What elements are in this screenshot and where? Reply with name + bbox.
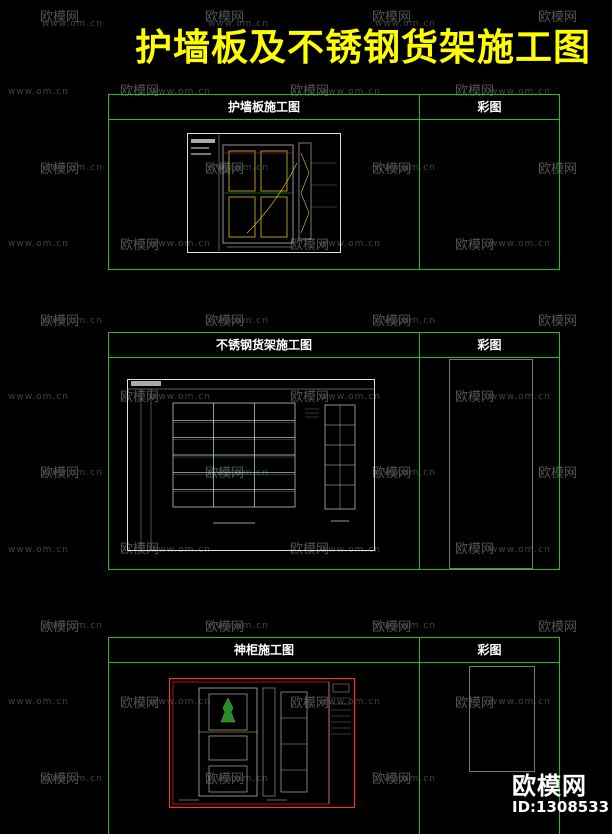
- panel-shrine-cabinet: 神柜施工图 彩图: [108, 637, 560, 834]
- watermark-site: www.om.cn: [150, 239, 211, 249]
- watermark-site: www.om.cn: [375, 774, 436, 784]
- page-title: 护墙板及不锈钢货架施工图: [135, 26, 591, 69]
- panel-header: [109, 95, 559, 120]
- watermark-site: www.om.cn: [8, 545, 69, 555]
- watermark-brand: 欧模网: [40, 466, 80, 481]
- panel-header: [109, 638, 559, 663]
- watermark-site: www.om.cn: [150, 697, 211, 707]
- watermark-brand: 欧模网: [120, 238, 160, 253]
- watermark-brand: 欧模网: [455, 238, 495, 253]
- watermark-brand: 欧模网: [455, 390, 495, 405]
- construction-drawing-label: 神柜施工图: [233, 643, 294, 657]
- watermark-brand: 欧模网: [120, 542, 160, 557]
- watermark-brand: 欧模网: [455, 696, 495, 711]
- panel-wall-panel: 护墙板施工图 彩图: [108, 94, 560, 270]
- shrine-cabinet-drawing: [169, 678, 355, 808]
- watermark-site: www.om.cn: [42, 774, 103, 784]
- resource-id: ID:1308533: [512, 798, 610, 816]
- watermark-brand: 欧模网: [538, 620, 578, 635]
- watermark-brand: 欧模网: [40, 162, 80, 177]
- watermark-site: www.om.cn: [208, 621, 269, 631]
- watermark-brand: 欧模网: [290, 390, 330, 405]
- watermark-site: www.om.cn: [490, 87, 551, 97]
- watermark-brand: 欧模网: [290, 84, 330, 99]
- watermark-site: www.om.cn: [490, 392, 551, 402]
- watermark-site: www.om.cn: [42, 163, 103, 173]
- watermark-site: www.om.cn: [150, 392, 211, 402]
- watermark-site: www.om.cn: [375, 316, 436, 326]
- watermark-brand: 欧模网: [120, 390, 160, 405]
- watermark-site: www.om.cn: [375, 468, 436, 478]
- watermark-site: www.om.cn: [8, 392, 69, 402]
- panel-stainless-shelf: 不锈钢货架施工图 彩图: [108, 332, 560, 570]
- construction-drawing-label: 不锈钢货架施工图: [215, 338, 312, 352]
- watermark-site: www.om.cn: [208, 468, 269, 478]
- watermark-site: www.om.cn: [208, 19, 269, 29]
- watermark-brand: 欧模网: [455, 542, 495, 557]
- watermark-site: www.om.cn: [208, 163, 269, 173]
- watermark-brand: 欧模网: [205, 620, 245, 635]
- watermark-brand: 欧模网: [120, 696, 160, 711]
- watermark-site: www.om.cn: [375, 163, 436, 173]
- watermark-site: www.om.cn: [8, 239, 69, 249]
- watermark-brand: 欧模网: [372, 466, 412, 481]
- panel-header: [109, 333, 559, 358]
- watermark-site: www.om.cn: [375, 19, 436, 29]
- watermark-site: www.om.cn: [150, 87, 211, 97]
- watermark-brand: 欧模网: [290, 696, 330, 711]
- watermark-brand: 欧模网: [205, 10, 245, 25]
- watermark-site: www.om.cn: [320, 87, 381, 97]
- watermark-site: www.om.cn: [208, 316, 269, 326]
- watermark-brand: 欧模网: [538, 162, 578, 177]
- watermark-site: www.om.cn: [8, 87, 69, 97]
- watermark-brand: 欧模网: [205, 772, 245, 787]
- watermark-brand: 欧模网: [538, 10, 578, 25]
- watermark-brand: 欧模网: [40, 10, 80, 25]
- watermark-site: www.om.cn: [490, 239, 551, 249]
- watermark-site: www.om.cn: [42, 468, 103, 478]
- watermark-site: www.om.cn: [42, 19, 103, 29]
- watermark-site: www.om.cn: [320, 697, 381, 707]
- wall-panel-drawing: [187, 133, 341, 253]
- color-drawing-label: 彩图: [477, 338, 502, 352]
- watermark-site: www.om.cn: [375, 621, 436, 631]
- watermark-brand: 欧模网: [120, 84, 160, 99]
- color-sheet-frame: [449, 359, 533, 569]
- watermark-brand: 欧模网: [372, 772, 412, 787]
- watermark-site: www.om.cn: [320, 239, 381, 249]
- watermark-brand: 欧模网: [205, 162, 245, 177]
- construction-drawing-label: 护墙板施工图: [227, 100, 300, 114]
- watermark-site: www.om.cn: [208, 774, 269, 784]
- watermark-brand: 欧模网: [372, 10, 412, 25]
- watermark-brand: 欧模网: [205, 314, 245, 329]
- watermark-brand: 欧模网: [538, 314, 578, 329]
- watermark-brand: 欧模网: [372, 314, 412, 329]
- watermark-site: www.om.cn: [490, 697, 551, 707]
- watermark-brand: 欧模网: [538, 466, 578, 481]
- watermark-brand: 欧模网: [205, 466, 245, 481]
- watermark-brand: 欧模网: [40, 620, 80, 635]
- watermark-site: www.om.cn: [320, 392, 381, 402]
- panel-divider: [419, 333, 420, 569]
- watermark-site: www.om.cn: [42, 621, 103, 631]
- watermark-brand: 欧模网: [40, 772, 80, 787]
- watermark-brand: 欧模网: [455, 84, 495, 99]
- color-drawing-label: 彩图: [477, 643, 502, 657]
- watermark-site: www.om.cn: [490, 545, 551, 555]
- watermark-brand: 欧模网: [290, 542, 330, 557]
- brand-logo: 欧模网: [512, 772, 587, 800]
- watermark-brand: 欧模网: [290, 238, 330, 253]
- color-sheet-frame: [469, 666, 535, 772]
- stainless-shelf-drawing: [127, 379, 375, 551]
- watermark-site: www.om.cn: [42, 316, 103, 326]
- watermark-brand: 欧模网: [372, 620, 412, 635]
- panel-divider: [419, 95, 420, 269]
- watermark-brand: 欧模网: [372, 162, 412, 177]
- watermark-site: www.om.cn: [8, 697, 69, 707]
- color-drawing-label: 彩图: [477, 100, 502, 114]
- watermark-brand: 欧模网: [40, 314, 80, 329]
- panel-divider: [419, 638, 420, 834]
